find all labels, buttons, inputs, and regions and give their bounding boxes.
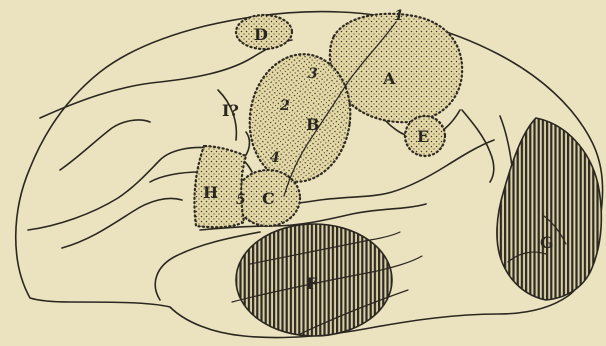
- zone-G: [497, 118, 601, 300]
- sulcus-line: [60, 120, 150, 170]
- label-number-1: 1: [394, 8, 404, 24]
- label-number-3: 3: [308, 66, 318, 82]
- label-B: B: [306, 115, 320, 134]
- label-H: H: [203, 183, 218, 202]
- label-E: E: [417, 127, 429, 146]
- sulcus-line: [462, 110, 494, 182]
- label-C: C: [262, 189, 275, 208]
- label-I: I?: [222, 101, 239, 120]
- label-number-2: 2: [279, 98, 290, 114]
- label-F: F: [306, 274, 318, 293]
- label-D: D: [254, 25, 268, 44]
- label-number-4: 4: [270, 150, 280, 166]
- sulcus-line: [62, 199, 182, 249]
- label-A: A: [382, 69, 396, 88]
- label-G: G: [540, 233, 554, 252]
- label-number-5: 5: [236, 192, 246, 208]
